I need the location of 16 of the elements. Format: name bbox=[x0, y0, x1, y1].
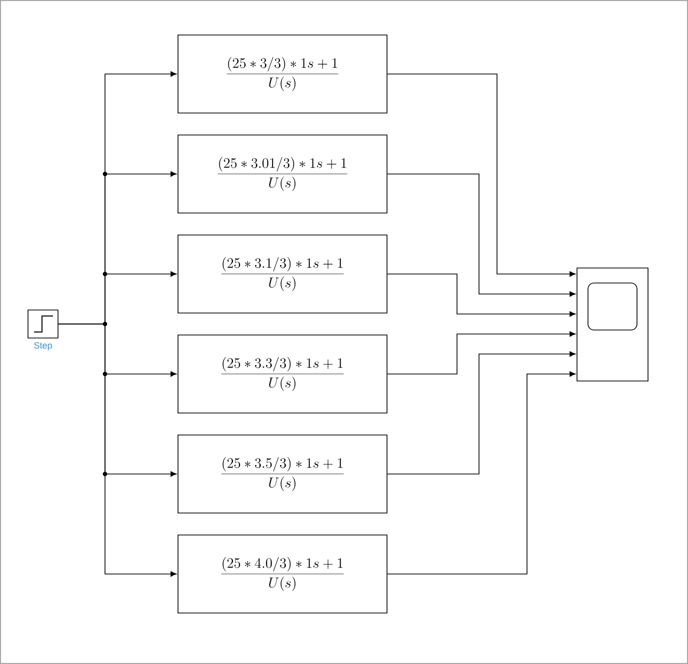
transfer-function-block: $\frac{(25 * 3.5/3) * 1s + 1}{U(s)}$ bbox=[178, 434, 388, 514]
arrow bbox=[387, 274, 576, 317]
arrow bbox=[387, 74, 576, 277]
arrow bbox=[387, 331, 576, 374]
transfer-function-block: $\frac{(25 * 3.01/3) * 1s + 1}{U(s)}$ bbox=[178, 134, 388, 214]
arrow bbox=[387, 351, 576, 474]
transfer-function-block: $\frac{(25 * 3/3) * 1s + 1}{U(s)}$ bbox=[178, 34, 388, 114]
arrow bbox=[387, 371, 576, 574]
node-label: Step bbox=[34, 342, 52, 350]
arrow bbox=[58, 324, 177, 577]
scope-block bbox=[576, 268, 648, 382]
transfer-function-block: $\frac{(25 * 3.3/3) * 1s + 1}{U(s)}$ bbox=[178, 334, 388, 414]
arrow bbox=[387, 174, 576, 297]
transfer-function-block: $\frac{(25 * 4.0/3) * 1s + 1}{U(s)}$ bbox=[178, 534, 388, 614]
transfer-function-block: $\frac{(25 * 3.1/3) * 1s + 1}{U(s)}$ bbox=[178, 234, 388, 314]
step-block: Step bbox=[28, 310, 58, 350]
